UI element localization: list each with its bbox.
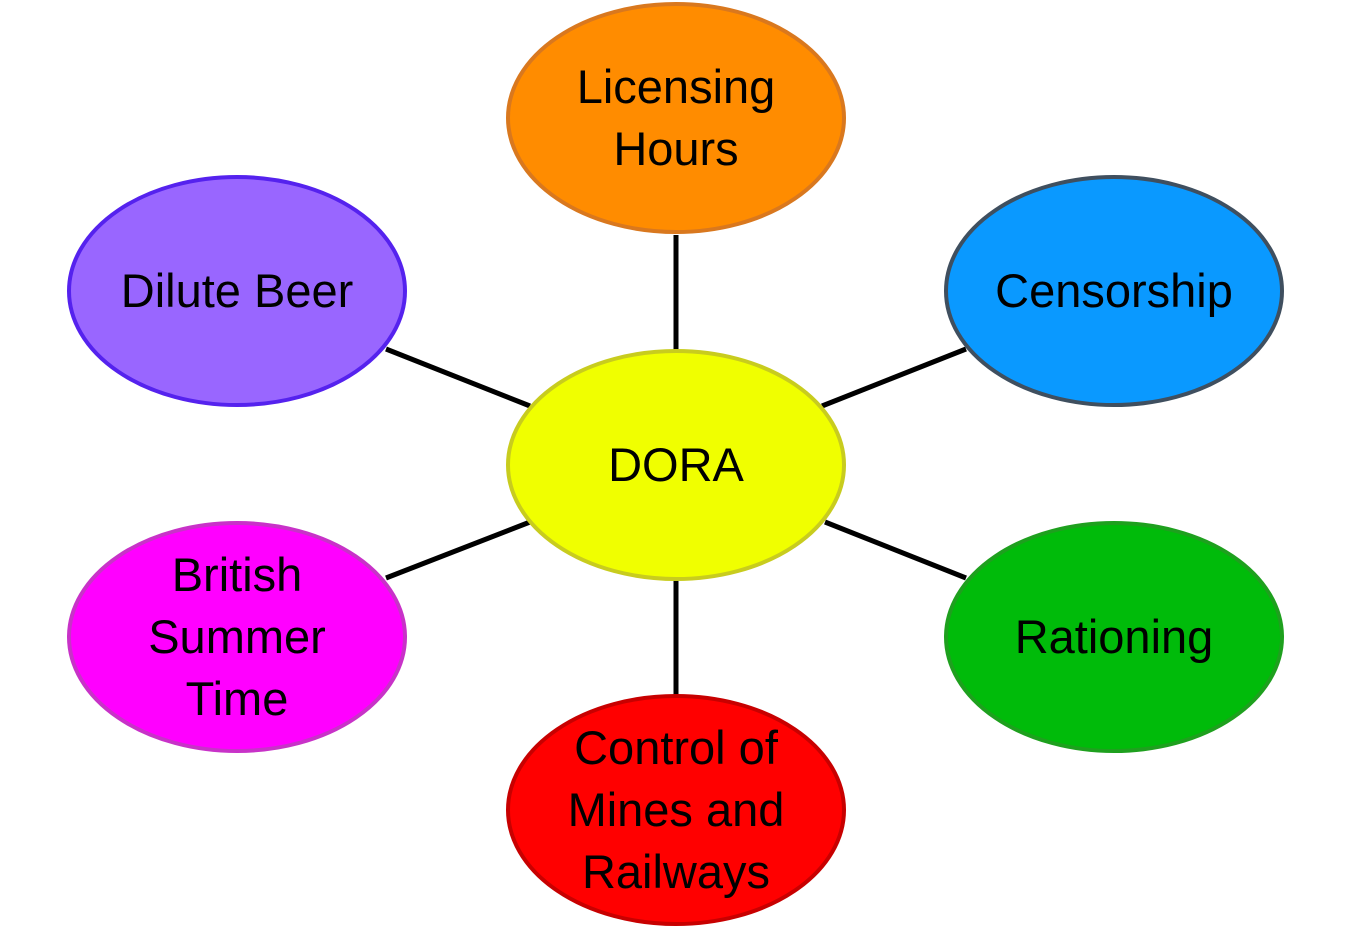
connector-line-rationing <box>824 519 967 581</box>
node-label-line: Licensing <box>577 60 776 113</box>
node-label-line: Mines and <box>568 783 785 836</box>
node-label-line: Time <box>186 672 289 725</box>
node-ellipse <box>506 694 846 926</box>
node-ellipse <box>944 521 1284 753</box>
node-ellipse <box>67 175 407 407</box>
node-ellipse <box>944 175 1284 407</box>
node-label-line: British <box>172 548 303 601</box>
connector-line-censorship <box>821 346 967 409</box>
node-ellipse <box>506 2 846 234</box>
node-label-line: Summer <box>148 610 326 663</box>
node-label-line: DORA <box>608 438 744 491</box>
connector-line-british-summer-time <box>385 519 531 581</box>
connector-line-dilute-beer <box>385 346 531 409</box>
node-label-line: Railways <box>582 845 770 898</box>
node-rationing: Rationing <box>944 521 1284 753</box>
node-dilute-beer: Dilute Beer <box>67 175 407 407</box>
node-label-line: Control of <box>574 721 779 774</box>
node-label-line: Rationing <box>1015 610 1214 663</box>
node-ellipse <box>506 349 846 581</box>
node-label-line: Censorship <box>995 264 1233 317</box>
node-label-line: Dilute Beer <box>121 264 354 317</box>
center-node-dora: DORA <box>506 349 846 581</box>
node-censorship: Censorship <box>944 175 1284 407</box>
node-label-line: Hours <box>613 122 738 175</box>
node-ellipse <box>67 521 407 753</box>
